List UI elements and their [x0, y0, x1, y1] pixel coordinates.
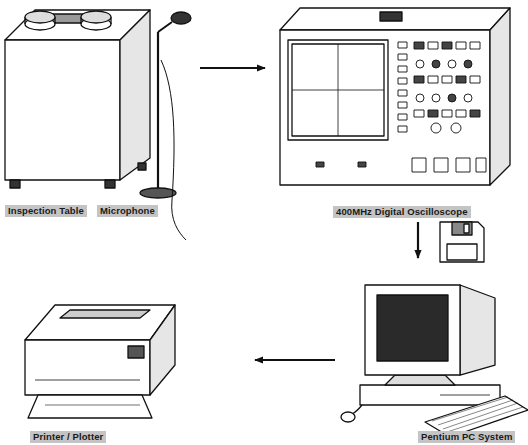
equipment-node: Inspection Table [0, 0, 92, 222]
floppy-disk-icon [440, 222, 484, 262]
equipment-label: Printer / Plotter [30, 431, 106, 443]
equipment-node: 400MHz Digital Oscilloscope [265, 0, 528, 222]
equipment-label: Pentium PC System [418, 431, 515, 443]
oscilloscope-drawing [280, 8, 510, 185]
equipment-node: Pentium PC System [335, 258, 528, 445]
flow-arrow [200, 67, 265, 69]
printer-drawing [25, 305, 175, 418]
equipment-label: Microphone [97, 205, 158, 217]
inspection-table-drawing [5, 10, 150, 188]
equipment-node: Printer / Plotter [0, 280, 255, 445]
equipment-label: Inspection Table [5, 205, 87, 217]
pc-drawing [341, 285, 528, 437]
equipment-label: 400MHz Digital Oscilloscope [333, 206, 471, 218]
flow-arrow [255, 359, 335, 361]
flow-arrow [417, 222, 419, 258]
equipment-node: Microphone [92, 0, 200, 222]
